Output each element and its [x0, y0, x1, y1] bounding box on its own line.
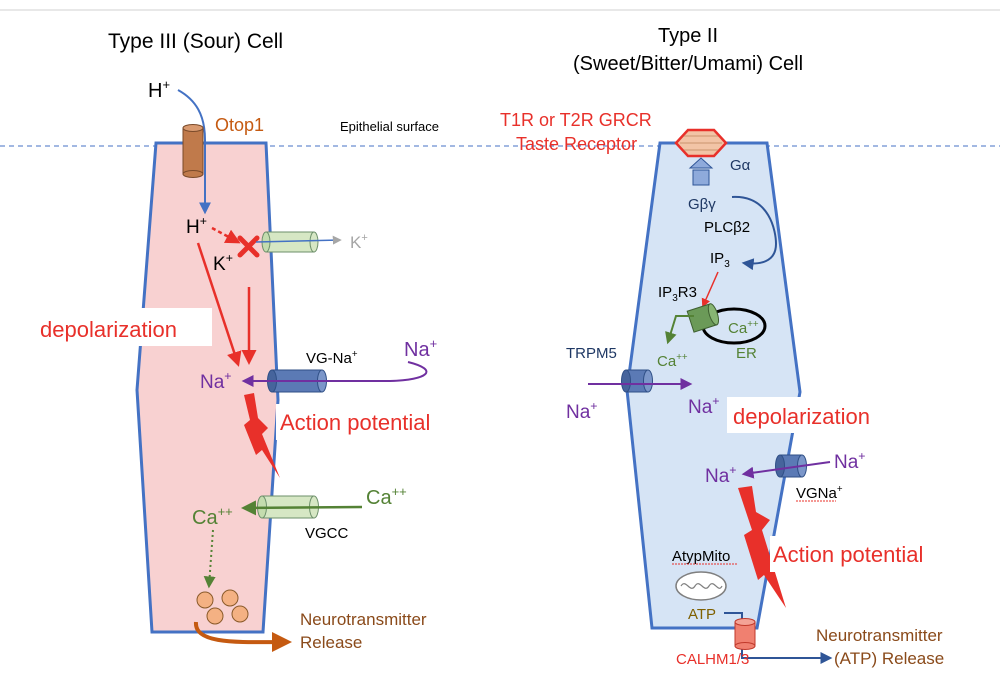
ca-outside-left: Ca++: [366, 484, 407, 509]
action-potential-bolt-right: [738, 486, 786, 608]
g-alpha-label: Gα: [730, 157, 751, 174]
ip3-to-receptor-arrow: [701, 271, 719, 308]
h-plus-top: H+: [148, 77, 170, 102]
k-plus-outside: K+: [350, 232, 368, 252]
g-beta-gamma-label: Gβγ: [688, 196, 716, 213]
receptor-texture: [680, 135, 722, 151]
type-ii-title-2: (Sweet/Bitter/Umami) Cell: [573, 53, 803, 75]
na-out2-label: Na+: [834, 449, 866, 473]
ca-cyto-label: Ca++: [657, 352, 688, 370]
mitochondria-icon: [675, 571, 727, 601]
neurotransmitter-label-right-2: (ATP) Release: [834, 649, 944, 668]
vesicles-left: [196, 589, 249, 625]
ca-influx-arrow-left: [241, 500, 363, 516]
calhm-channel: [734, 618, 756, 650]
h-plus-block-arrow: [211, 226, 241, 244]
plcb2-label: PLCβ2: [704, 219, 750, 236]
trpm5-channel: [621, 369, 653, 393]
depolarization-label-box-right: [727, 397, 903, 433]
vg-na-label: VG-Na+: [306, 349, 358, 367]
h-plus-inside: H+: [186, 214, 207, 238]
g-beta-gamma-icon: [692, 169, 710, 186]
k-channel-block-icon: [237, 235, 260, 258]
na-influx-arrow-left: [241, 361, 428, 387]
na-plus-inside-left: Na+: [200, 369, 232, 393]
action-potential-label-right: Action potential: [773, 542, 923, 567]
depolarization-label-box-left: [36, 308, 212, 346]
na-in2-label: Na+: [705, 463, 737, 487]
receptor-label-1: T1R or T2R GRCR: [500, 110, 652, 130]
vgna-label: VGNa+: [796, 484, 843, 502]
action-potential-box-right: [770, 536, 948, 572]
ca-to-vesicles-arrow: [203, 529, 216, 589]
er-ca-release-arrow: [665, 315, 694, 345]
depolarization-label-right: depolarization: [733, 404, 870, 429]
neurotransmitter-label-right-1: Neurotransmitter: [816, 626, 943, 645]
neurotransmitter-label-left-2: Release: [300, 633, 362, 652]
calhm-label: CALHM1/3: [676, 651, 749, 668]
h-to-depolarization-arrow: [196, 242, 242, 367]
vgna-na-influx-arrow: [741, 461, 831, 479]
ip3r3-label: IP3R3: [658, 284, 697, 304]
k-efflux-arrow: [255, 235, 342, 245]
action-potential-label-left: Action potential: [280, 410, 430, 435]
epithelial-surface-label: Epithelial surface: [340, 119, 439, 134]
ip3-label: IP3: [710, 250, 730, 270]
action-potential-bolt-left: [244, 393, 280, 478]
atp-label: ATP: [688, 606, 716, 623]
ip3r3-channel: [686, 303, 720, 333]
receptor-label-2: Taste Receptor: [516, 134, 637, 154]
action-potential-box-left: [276, 404, 454, 440]
depolarization-label-left: depolarization: [40, 317, 177, 342]
atypmito-label: AtypMito: [672, 548, 730, 565]
plc-pathway-arrow: [731, 195, 778, 271]
na-plus-outside-right: Na+: [566, 399, 598, 423]
h-plus-entry-arrow: [177, 89, 211, 215]
ca-er-label: Ca++: [728, 319, 759, 337]
na-plus-inside-right: Na+: [688, 394, 720, 418]
na-plus-outside-left: Na+: [404, 336, 437, 361]
neurotransmitter-label-left-1: Neurotransmitter: [300, 610, 427, 629]
k-channel: [261, 231, 319, 253]
type-iii-title: Type III (Sour) Cell: [108, 30, 283, 53]
otop1-channel: [182, 124, 204, 178]
k-plus-inside: K+: [213, 251, 233, 275]
g-alpha-icon: [688, 157, 714, 169]
trpm5-label: TRPM5: [566, 345, 617, 362]
er-label: ER: [736, 345, 757, 362]
otop1-label: Otop1: [215, 115, 264, 135]
neurotransmitter-release-arrow-left: [194, 621, 292, 653]
vgcc-label: VGCC: [305, 525, 349, 542]
type-ii-title-1: Type II: [658, 25, 718, 47]
ca-inside-left: Ca++: [192, 504, 233, 529]
